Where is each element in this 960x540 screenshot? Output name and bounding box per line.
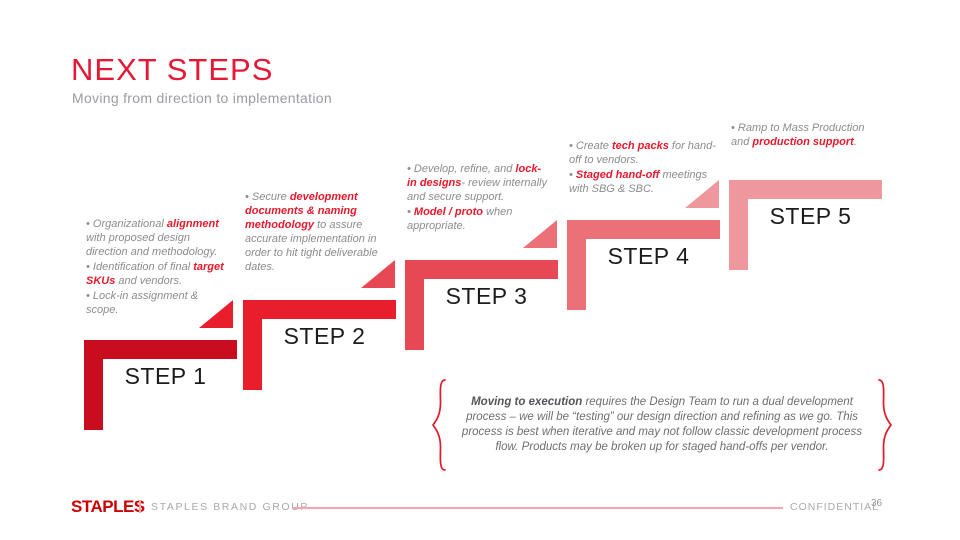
body-text: • [569, 169, 576, 181]
highlight-text: Moving to execution [471, 396, 583, 408]
bullet-item: • Create tech packs for hand-off to vend… [569, 139, 717, 167]
bullet-item: • Secure development documents & naming … [245, 190, 397, 274]
body-text: with proposed design direction and metho… [86, 232, 218, 258]
step-1-vertical-bar [84, 340, 103, 430]
step-4-label: STEP 4 [607, 243, 690, 269]
body-text: • [407, 206, 414, 218]
body-text: to assure accurate implementation in ord… [245, 219, 378, 273]
step-4-vertical-bar [567, 220, 586, 310]
bullet-item: • Identification of final target SKUs an… [86, 260, 228, 288]
execution-callout: Moving to execution requires the Design … [430, 376, 894, 474]
body-text: • Secure [245, 191, 290, 203]
highlight-text: development documents & naming methodolo… [245, 191, 358, 231]
step-4-horizontal-bar [567, 220, 720, 239]
step-1-bullets: • Organizational alignment with proposed… [86, 217, 228, 318]
body-text: • Ramp to Mass Production and [731, 122, 865, 148]
step-2-horizontal-bar [243, 300, 396, 319]
body-text: and vendors. [115, 275, 182, 287]
bullet-item: • Model / proto when appropriate. [407, 205, 549, 233]
step-5-label: STEP 5 [769, 203, 852, 229]
step-3-label: STEP 3 [445, 283, 528, 309]
step-3-vertical-bar [405, 260, 424, 350]
step-1-label: STEP 1 [124, 363, 207, 389]
body-text: • Organizational [86, 218, 167, 230]
page-title: NEXT STEPS [71, 52, 274, 87]
body-text: • Lock-in assignment & scope. [86, 290, 199, 316]
step-5-vertical-bar [729, 180, 748, 270]
highlight-text: lock-in designs [407, 163, 542, 189]
step-5-bullets: • Ramp to Mass Production and production… [731, 121, 873, 150]
step-2-vertical-bar [243, 300, 262, 390]
body-text: . [853, 136, 857, 148]
step-4-bullets: • Create tech packs for hand-off to vend… [569, 139, 717, 197]
highlight-text: target SKUs [86, 261, 224, 287]
body-text: - review internally and secure support. [407, 177, 547, 203]
bullet-item: • Lock-in assignment & scope. [86, 289, 228, 317]
left-brace-icon [431, 379, 446, 471]
highlight-text: Model / proto [413, 206, 483, 218]
highlight-text: alignment [166, 218, 219, 230]
step-1-horizontal-bar [84, 340, 237, 359]
bullet-item: • Develop, refine, and lock-in designs- … [407, 162, 549, 204]
step-5-horizontal-bar [729, 180, 882, 199]
bullet-item: • Staged hand-off meetings with SBG & SB… [569, 168, 717, 196]
step-2-bullets: • Secure development documents & naming … [245, 190, 397, 275]
step-2-label: STEP 2 [283, 323, 366, 349]
body-text: requires the Design Team to run a dual d… [461, 396, 863, 453]
body-text: • Develop, refine, and [407, 163, 516, 175]
highlight-text: Staged hand-off [575, 169, 660, 181]
step-3-horizontal-bar [405, 260, 558, 279]
body-text: meetings with SBG & SBC. [569, 169, 708, 195]
body-text: • Identification of final [86, 261, 194, 273]
step-3-bullets: • Develop, refine, and lock-in designs- … [407, 162, 549, 234]
callout-text: Moving to execution requires the Design … [448, 395, 876, 455]
body-text: when appropriate. [407, 206, 513, 232]
right-brace-icon [878, 379, 893, 471]
body-text: for hand-off to vendors. [569, 140, 716, 166]
slide-subtitle: Moving from direction to implementation [72, 90, 332, 106]
highlight-text: production support [752, 136, 854, 148]
bullet-item: • Ramp to Mass Production and production… [731, 121, 873, 149]
bullet-item: • Organizational alignment with proposed… [86, 217, 228, 259]
body-text: • Create [569, 140, 612, 152]
highlight-text: tech packs [611, 140, 669, 152]
